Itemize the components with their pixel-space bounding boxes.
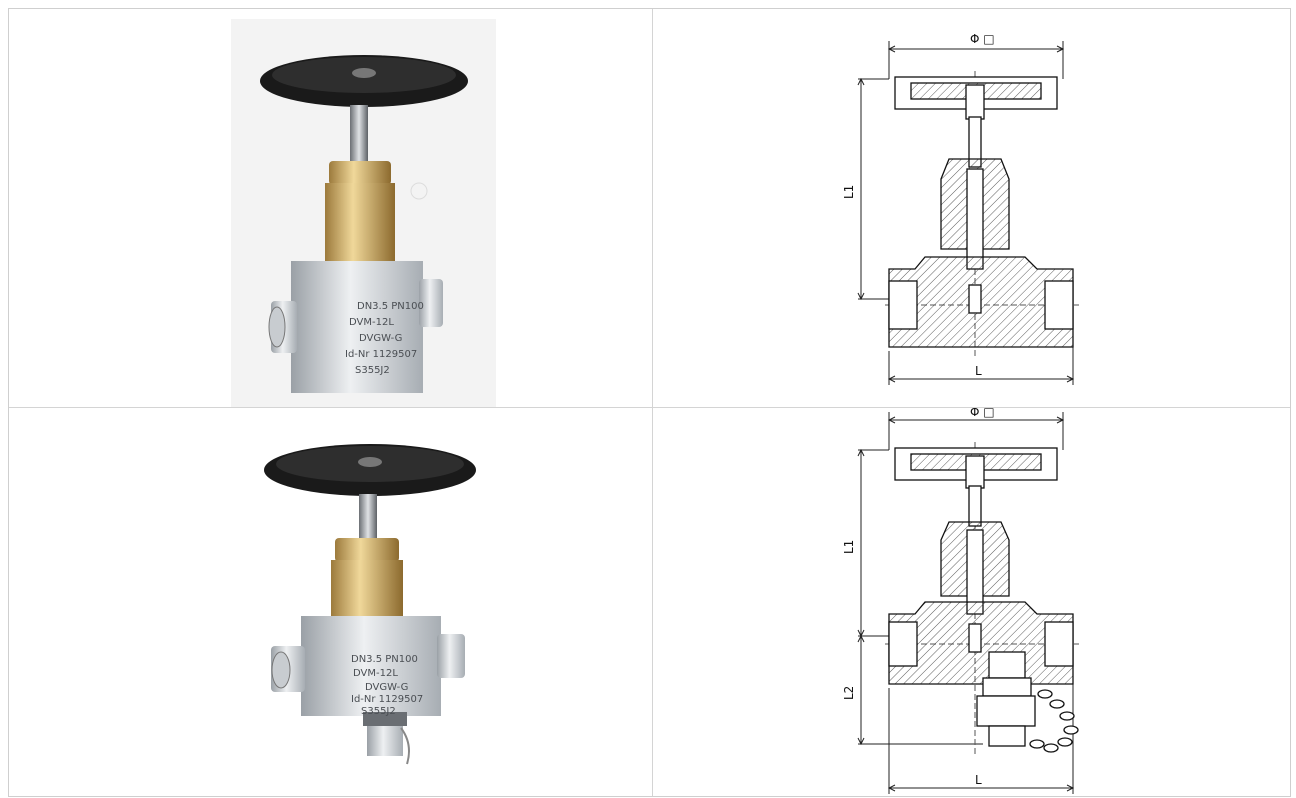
- outlet-port: [437, 634, 465, 678]
- valve-drawing-cell: Φ □ L1 L: [653, 9, 1292, 407]
- marking-1: DN3.5 PN100: [351, 654, 418, 665]
- dim-length: L: [975, 773, 982, 787]
- marking-5: S355J2: [355, 365, 390, 376]
- valve-drawing: Φ □ L1 L: [842, 32, 1079, 385]
- valve-body: [291, 261, 423, 393]
- marking-2: DVM-12L: [353, 668, 398, 679]
- test-connector-nut: [363, 712, 407, 726]
- bonnet: [331, 560, 403, 620]
- dim-diameter: Φ □: [970, 408, 995, 419]
- valve-stem: [359, 494, 377, 542]
- bonnet-nut: [335, 538, 399, 562]
- dim-height1: L1: [842, 185, 856, 199]
- marking-4: Id-Nr 1129507: [345, 349, 417, 360]
- marking-5: S355J2: [361, 706, 396, 717]
- marking-3: DVGW-G: [359, 333, 402, 344]
- valve-photo-test: DN3.5 PN100 DVM-12L DVGW-G Id-Nr 1129507…: [264, 444, 476, 765]
- dim-length: L: [975, 364, 982, 378]
- outlet-port: [419, 279, 443, 327]
- drawing-chain: [1029, 689, 1079, 753]
- stray-circle: [410, 182, 428, 200]
- table-divider-horizontal: [9, 407, 1290, 408]
- valve-photo-cell: DN3.5 PN100 DVM-12L DVGW-G Id-Nr 1129507…: [9, 9, 652, 407]
- valve-body: [301, 616, 441, 716]
- table-divider-vertical: [652, 9, 653, 796]
- marking-3: DVGW-G: [365, 682, 408, 693]
- valve-photo: DN3.5 PN100 DVM-12L DVGW-G Id-Nr 1129507…: [231, 19, 496, 407]
- valve-stem: [350, 105, 368, 165]
- dim-diameter: Φ □: [970, 32, 995, 46]
- marking-1: DN3.5 PN100: [357, 301, 424, 312]
- dim-height2: L2: [842, 686, 856, 700]
- bonnet: [325, 183, 395, 267]
- product-table: DN3.5 PN100 DVM-12L DVGW-G Id-Nr 1129507…: [8, 8, 1291, 797]
- bonnet-nut: [329, 161, 391, 185]
- marking-4: Id-Nr 1129507: [351, 694, 423, 705]
- valve-photo-test-cell: DN3.5 PN100 DVM-12L DVGW-G Id-Nr 1129507…: [9, 408, 652, 798]
- test-connector: [367, 726, 403, 756]
- dim-height1: L1: [842, 540, 856, 554]
- valve-drawing-test-cell: Φ □ L1 L2 L: [653, 408, 1292, 798]
- drawing-test-connector: [988, 651, 1026, 679]
- marking-2: DVM-12L: [349, 317, 394, 328]
- test-cap-chain: [400, 727, 410, 765]
- drawing-outline: [888, 76, 1074, 348]
- valve-drawing-test: Φ □ L1 L2 L: [842, 408, 1079, 794]
